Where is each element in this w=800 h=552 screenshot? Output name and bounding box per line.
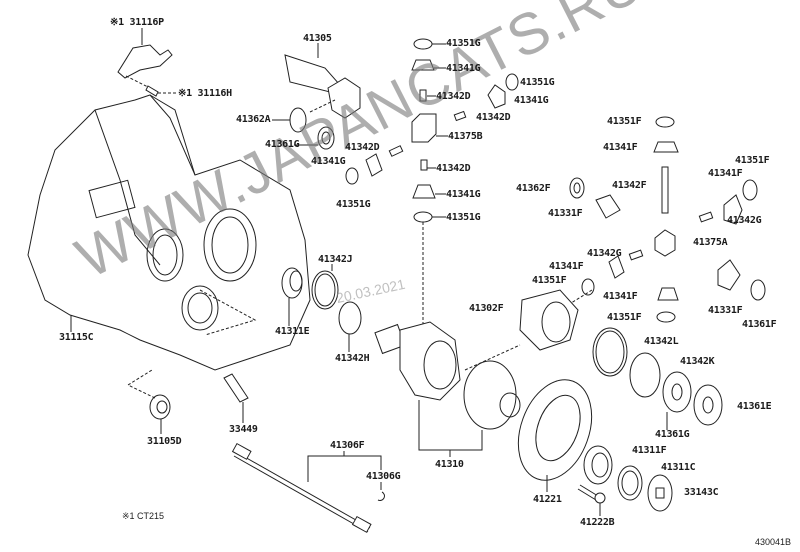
washer-41361G[interactable]	[317, 126, 335, 150]
washer-41361G-lower[interactable]	[662, 371, 692, 413]
part-label-41306G[interactable]: 41306G	[366, 471, 401, 482]
part-label-41351F-lower[interactable]: 41351F	[607, 312, 642, 323]
part-label-41341G-top[interactable]: 41341G	[446, 63, 481, 74]
bolt-41222B[interactable]	[577, 484, 606, 516]
spider-gear-set-F[interactable]	[559, 116, 766, 323]
part-label-41342K[interactable]: 41342K	[680, 356, 715, 367]
part-label-31116P[interactable]: ※1 31116P	[110, 17, 164, 28]
part-label-41342D-mid[interactable]: 41342D	[436, 163, 471, 174]
part-label-41342G[interactable]: 41342G	[587, 248, 622, 259]
part-label-31115C[interactable]: 31115C	[59, 332, 94, 343]
part-label-33143C[interactable]: 33143C	[684, 487, 719, 498]
part-label-41342D-right[interactable]: 41342D	[476, 112, 511, 123]
part-label-41375B[interactable]: 41375B	[448, 131, 483, 142]
part-label-33449[interactable]: 33449	[229, 424, 258, 435]
pin-41342D[interactable]	[453, 110, 467, 122]
ring-41342L[interactable]	[592, 327, 628, 377]
part-label-41305[interactable]: 41305	[303, 33, 332, 44]
diagram-code: 430041B	[755, 537, 792, 547]
gear-41341G-left[interactable]	[365, 153, 383, 177]
part-label-41351G-top[interactable]: 41351G	[446, 38, 481, 49]
part-label-41342H[interactable]: 41342H	[335, 353, 370, 364]
snap-ring-41342H[interactable]	[338, 301, 362, 335]
part-label-41311E[interactable]: 41311E	[275, 326, 310, 337]
ring-41342K[interactable]	[629, 352, 661, 398]
part-label-41351G-mid[interactable]: 41351G	[446, 212, 481, 223]
gear-41341G[interactable]	[487, 84, 506, 109]
part-label-41341F[interactable]: 41341F	[549, 261, 584, 272]
part-label-41361F[interactable]: 41361F	[742, 319, 777, 330]
part-label-41306F[interactable]: 41306F	[330, 440, 365, 451]
part-label-41311C[interactable]: 41311C	[661, 462, 696, 473]
part-label-41342D-top[interactable]: 41342D	[436, 91, 471, 102]
part-label-41331F[interactable]: 41331F	[548, 208, 583, 219]
transaxle-housing[interactable]	[27, 94, 311, 371]
part-label-41351F[interactable]: 41351F	[532, 275, 567, 286]
part-label-41341F-right[interactable]: 41341F	[708, 168, 743, 179]
part-label-41351G[interactable]: 41351G	[336, 199, 371, 210]
part-label-41351F-top[interactable]: 41351F	[607, 116, 642, 127]
ring-41342J[interactable]	[311, 270, 339, 310]
bearing-31105D[interactable]	[149, 394, 171, 420]
ring-gear-41221[interactable]	[505, 370, 604, 492]
part-label-41342D[interactable]: 41342D	[345, 142, 380, 153]
pinion-shaft[interactable]	[284, 43, 361, 119]
differential-case-41302F[interactable]	[519, 289, 579, 351]
shaft-41306F[interactable]	[231, 442, 385, 533]
part-label-41310[interactable]: 41310	[435, 459, 464, 470]
washer-41351G[interactable]	[505, 73, 519, 91]
part-label-41342F[interactable]: 41342F	[612, 180, 647, 191]
plate-33449[interactable]	[223, 373, 249, 403]
washer-41351G-left[interactable]	[345, 167, 359, 185]
part-label-41351F-right[interactable]: 41351F	[735, 155, 770, 166]
part-label-41222B[interactable]: 41222B	[580, 517, 615, 528]
part-label-41362A[interactable]: 41362A	[236, 114, 271, 125]
footnote: ※1 CT215	[122, 511, 165, 521]
spider-gear-column-G[interactable]	[411, 38, 448, 330]
part-label-41341G-right[interactable]: 41341G	[514, 95, 549, 106]
part-label-41361G-lower[interactable]: 41361G	[655, 429, 690, 440]
part-label-41361E[interactable]: 41361E	[737, 401, 772, 412]
bearing-41311E[interactable]	[281, 267, 303, 326]
part-label-41342J[interactable]: 41342J	[318, 254, 353, 265]
part-label-41341F-top[interactable]: 41341F	[603, 142, 638, 153]
part-label-41341F-lower[interactable]: 41341F	[603, 291, 638, 302]
part-label-41351G-right[interactable]: 41351G	[520, 77, 555, 88]
part-label-31116H[interactable]: ※1 31116H	[178, 88, 232, 99]
pin-41342D-left[interactable]	[388, 145, 404, 157]
cover-31116P[interactable]	[117, 28, 178, 97]
part-label-31105D[interactable]: 31105D	[147, 436, 182, 447]
washer-41361E[interactable]	[693, 384, 723, 426]
part-label-41331F-right[interactable]: 41331F	[708, 305, 743, 316]
part-label-41302F[interactable]: 41302F	[469, 303, 504, 314]
part-label-41342G-right[interactable]: 41342G	[727, 215, 762, 226]
differential-assembly-41310[interactable]	[374, 321, 521, 457]
part-label-41341G[interactable]: 41341G	[311, 156, 346, 167]
part-label-41341G-mid[interactable]: 41341G	[446, 189, 481, 200]
part-label-41311F[interactable]: 41311F	[632, 445, 667, 456]
part-label-41221[interactable]: 41221	[533, 494, 562, 505]
part-label-41375A[interactable]: 41375A	[693, 237, 728, 248]
part-label-41342L[interactable]: 41342L	[644, 336, 679, 347]
part-label-41362F[interactable]: 41362F	[516, 183, 551, 194]
part-label-41361G[interactable]: 41361G	[265, 139, 300, 150]
